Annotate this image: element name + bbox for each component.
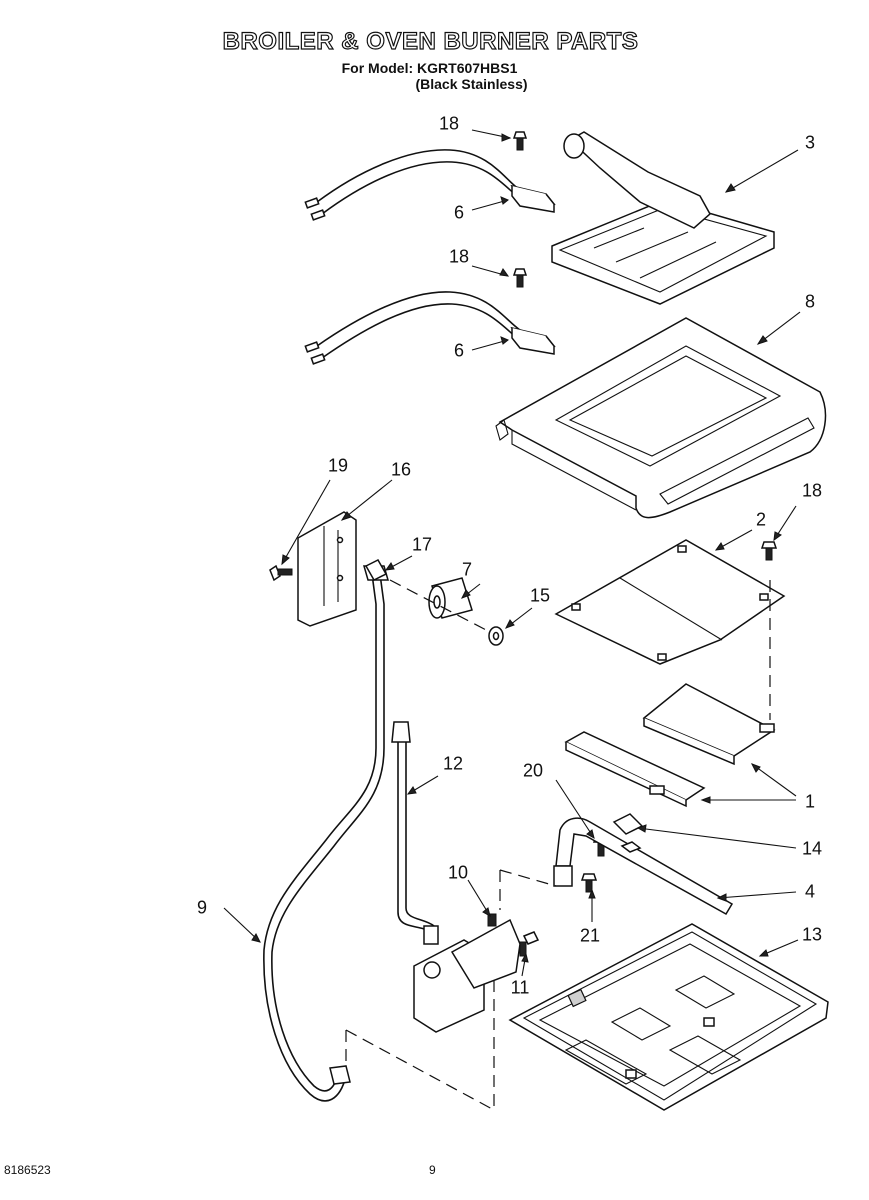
wire-harness-part-6-mid <box>304 291 556 365</box>
callout-7: 7 <box>461 559 473 580</box>
callout-14: 14 <box>801 838 823 859</box>
burner-shield-part-8 <box>495 317 827 519</box>
callout-11: 11 <box>510 977 530 998</box>
callout-15: 15 <box>529 585 551 606</box>
callout-10: 10 <box>447 862 469 883</box>
callout-20: 20 <box>522 760 544 781</box>
page-number: 9 <box>429 1163 436 1177</box>
screw-part-11 <box>519 931 540 957</box>
page-title: BROILER & OVEN BURNER PARTS <box>222 27 639 55</box>
model-line: For Model: KGRT607HBS1 <box>341 60 518 76</box>
callout-17: 17 <box>411 534 433 555</box>
callout-4: 4 <box>804 881 816 902</box>
assembly-dashed-lines <box>345 579 771 1111</box>
gas-line-part-12 <box>391 721 435 933</box>
callout-9: 9 <box>196 897 208 918</box>
callout-16: 16 <box>390 459 412 480</box>
burner-bracket-part-1-upper <box>642 683 776 766</box>
air-shutter-part-7 <box>428 577 473 619</box>
orifice-fitting-part-17 <box>364 559 388 581</box>
wire-harness-part-6-top <box>304 149 556 221</box>
broiler-pan-part-13 <box>508 923 829 1111</box>
callout-6-mid: 6 <box>453 340 465 361</box>
callout-19: 19 <box>327 455 349 476</box>
screw-part-19 <box>269 564 293 582</box>
callout-1: 1 <box>804 791 816 812</box>
callout-21: 21 <box>579 925 601 946</box>
screw-part-21 <box>580 873 598 893</box>
gas-tube-part-9 <box>263 565 389 1102</box>
callout-2: 2 <box>755 509 767 530</box>
screw-part-18-top <box>512 131 528 151</box>
bracket-part-14 <box>612 813 644 835</box>
bracket-part-16 <box>297 511 357 627</box>
screw-part-18-right <box>760 541 778 561</box>
callout-18-mid: 18 <box>448 246 470 267</box>
callout-18-right: 18 <box>801 480 823 501</box>
baffle-plate-part-2 <box>554 539 786 665</box>
bake-burner-part-4 <box>553 817 734 916</box>
nut-part-15 <box>488 626 504 646</box>
callout-12: 12 <box>442 753 464 774</box>
variant-line: (Black Stainless) <box>415 76 528 92</box>
callout-3: 3 <box>804 132 816 153</box>
callout-8: 8 <box>804 291 816 312</box>
callout-6-top: 6 <box>453 202 465 223</box>
screw-part-18-mid <box>512 268 528 288</box>
burner-bracket-part-1-lower <box>564 731 706 808</box>
thermostat-valve-part-10 <box>413 913 521 1033</box>
callout-13: 13 <box>801 924 823 945</box>
callout-leader-lines <box>223 129 801 977</box>
broil-burner-part-3 <box>551 131 775 305</box>
document-number: 8186523 <box>4 1163 51 1177</box>
callout-18-top: 18 <box>438 113 460 134</box>
